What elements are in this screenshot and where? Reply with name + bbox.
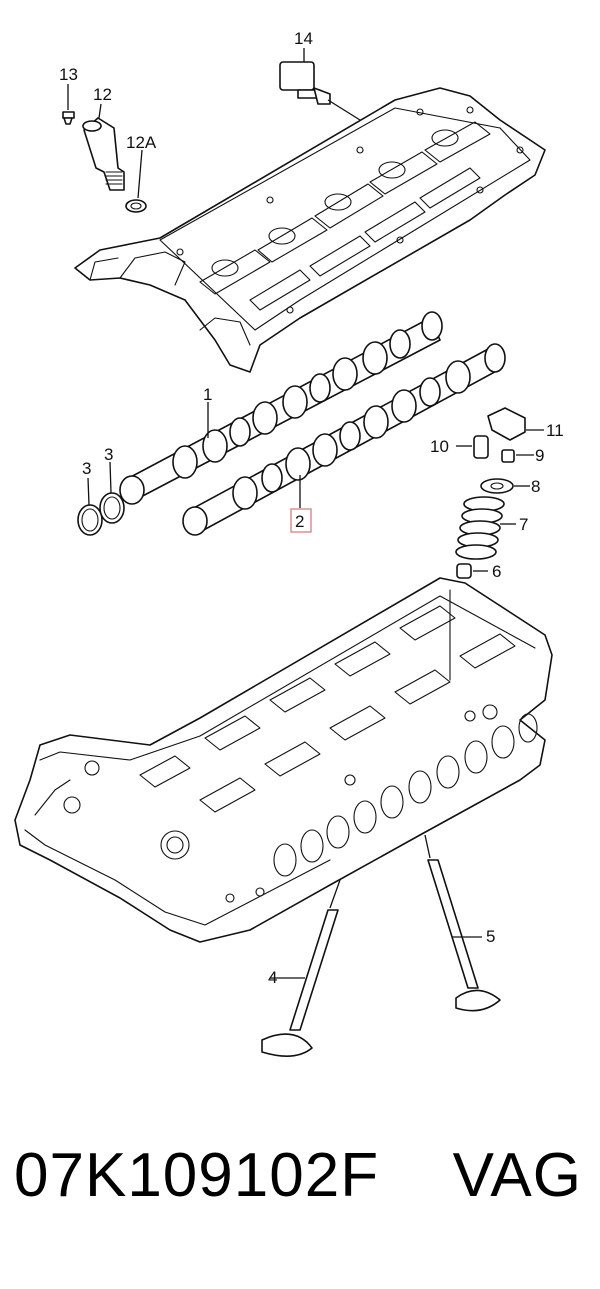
callout-7: 7 (519, 515, 528, 534)
spring-retainer-8 (480, 478, 530, 494)
hydraulic-lifter-10 (456, 435, 489, 459)
callout-2-highlight (290, 508, 312, 533)
callout-4: 4 (268, 968, 277, 987)
callout-5: 5 (486, 927, 495, 946)
callout-10: 10 (430, 437, 449, 456)
camshaft-2 (182, 343, 506, 536)
callout-2[interactable]: 2 (295, 512, 304, 531)
callout-1: 1 (203, 385, 212, 404)
callout-8: 8 (531, 477, 540, 496)
rocker-arm-11 (487, 407, 544, 441)
bolt-13 (62, 84, 75, 125)
callout-3-left: 3 (82, 459, 91, 478)
callout-9: 9 (535, 446, 544, 465)
footer: 07K109102F VAG (0, 1140, 600, 1250)
seal-rings-3 (77, 461, 125, 536)
valve-cover (74, 87, 546, 373)
valve-stem-seal-6 (456, 563, 488, 579)
callout-12: 12 (93, 85, 112, 104)
callout-6: 6 (492, 562, 501, 581)
exploded-parts-diagram: 1 2 3 3 4 5 6 7 8 9 10 11 12 12A 13 14 (14, 29, 564, 1057)
part-number: 07K109102F (14, 1141, 380, 1210)
intake-valve-4 (261, 909, 339, 1057)
cylinder-head (14, 577, 553, 943)
callout-3-right: 3 (104, 445, 113, 464)
callout-12a: 12A (126, 133, 157, 152)
exhaust-valve-5 (427, 859, 501, 1012)
control-valve-12 (82, 103, 125, 191)
callout-14: 14 (294, 29, 313, 48)
callout-11: 11 (546, 421, 564, 440)
callout-13: 13 (59, 65, 78, 84)
brand-label: VAG (452, 1141, 582, 1210)
seal-ring-12a (125, 149, 147, 213)
camshaft-1 (119, 311, 443, 505)
valve-cotter-9 (501, 449, 534, 463)
valve-spring-7 (455, 496, 516, 560)
camshaft-sensor-14 (279, 48, 361, 121)
